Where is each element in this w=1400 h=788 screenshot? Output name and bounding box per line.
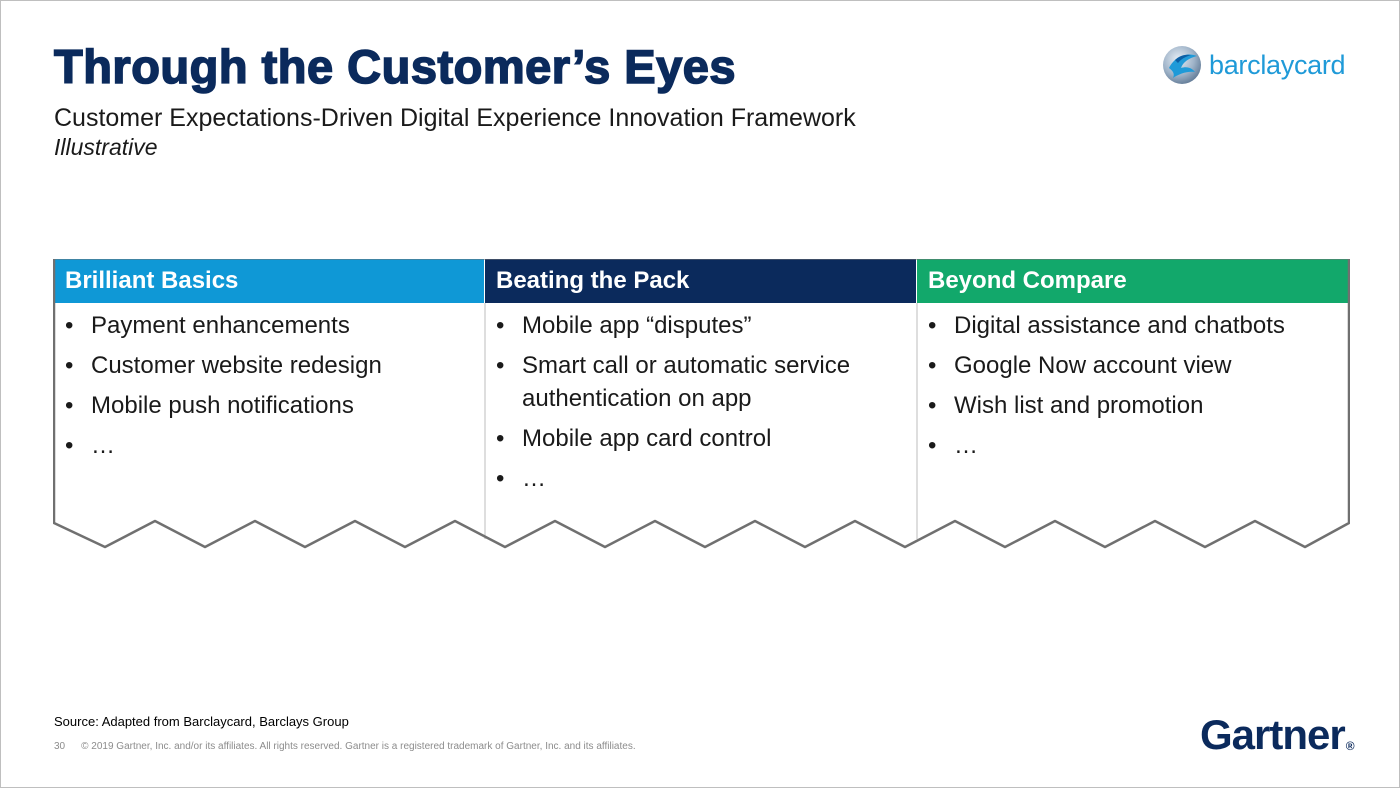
column-brilliant-basics: Brilliant Basics Payment enhancements Cu… [54, 259, 484, 529]
registered-mark: ® [1345, 739, 1355, 753]
list-item: Wish list and promotion [928, 389, 1349, 422]
illustrative-note: Illustrative [54, 134, 158, 160]
source-note: Source: Adapted from Barclaycard, Barcla… [54, 714, 349, 729]
slide-subtitle: Customer Expectations-Driven Digital Exp… [54, 104, 856, 132]
list-item: Mobile push notifications [65, 389, 484, 422]
list-item: Payment enhancements [65, 309, 484, 342]
column-beating-the-pack: Beating the Pack Mobile app “disputes” S… [485, 259, 916, 529]
gartner-logo: Gartner® [1200, 711, 1355, 759]
column-list: Payment enhancements Customer website re… [54, 309, 484, 462]
barclaycard-eagle-icon [1163, 46, 1201, 84]
list-item: Customer website redesign [65, 349, 484, 382]
footer: 30 © 2019 Gartner, Inc. and/or its affili… [54, 741, 636, 752]
column-list: Digital assistance and chatbots Google N… [917, 309, 1349, 462]
list-item: … [928, 429, 1349, 462]
list-item: Digital assistance and chatbots [928, 309, 1349, 342]
column-header: Beating the Pack [496, 267, 690, 294]
list-item: Mobile app “disputes” [496, 309, 896, 342]
list-item: Mobile app card control [496, 422, 896, 455]
slide-title: Through the Customer’s Eyes [53, 39, 737, 94]
framework-table: Brilliant Basics Payment enhancements Cu… [53, 259, 1350, 551]
copyright-text: © 2019 Gartner, Inc. and/or its affiliat… [81, 741, 636, 752]
header-bg-brilliant-basics [54, 259, 484, 303]
barclaycard-logo: barclaycard [1161, 44, 1346, 86]
column-header: Beyond Compare [928, 267, 1127, 294]
column-header: Brilliant Basics [65, 267, 239, 294]
framework-frame [53, 259, 1350, 549]
header-bg-beating-the-pack [485, 259, 916, 303]
gartner-wordmark: Gartner [1200, 711, 1346, 758]
list-item: Google Now account view [928, 349, 1349, 382]
barclaycard-wordmark: barclaycard [1209, 49, 1346, 80]
list-item: … [65, 429, 484, 462]
page-number: 30 [54, 741, 66, 752]
column-beyond-compare: Beyond Compare Digital assistance and ch… [917, 259, 1349, 529]
header-bg-beyond-compare [917, 259, 1349, 303]
list-item: … [496, 462, 896, 495]
column-list: Mobile app “disputes” Smart call or auto… [485, 309, 916, 495]
list-item: Smart call or automatic service authenti… [496, 349, 896, 415]
zigzag-border [53, 259, 1350, 549]
